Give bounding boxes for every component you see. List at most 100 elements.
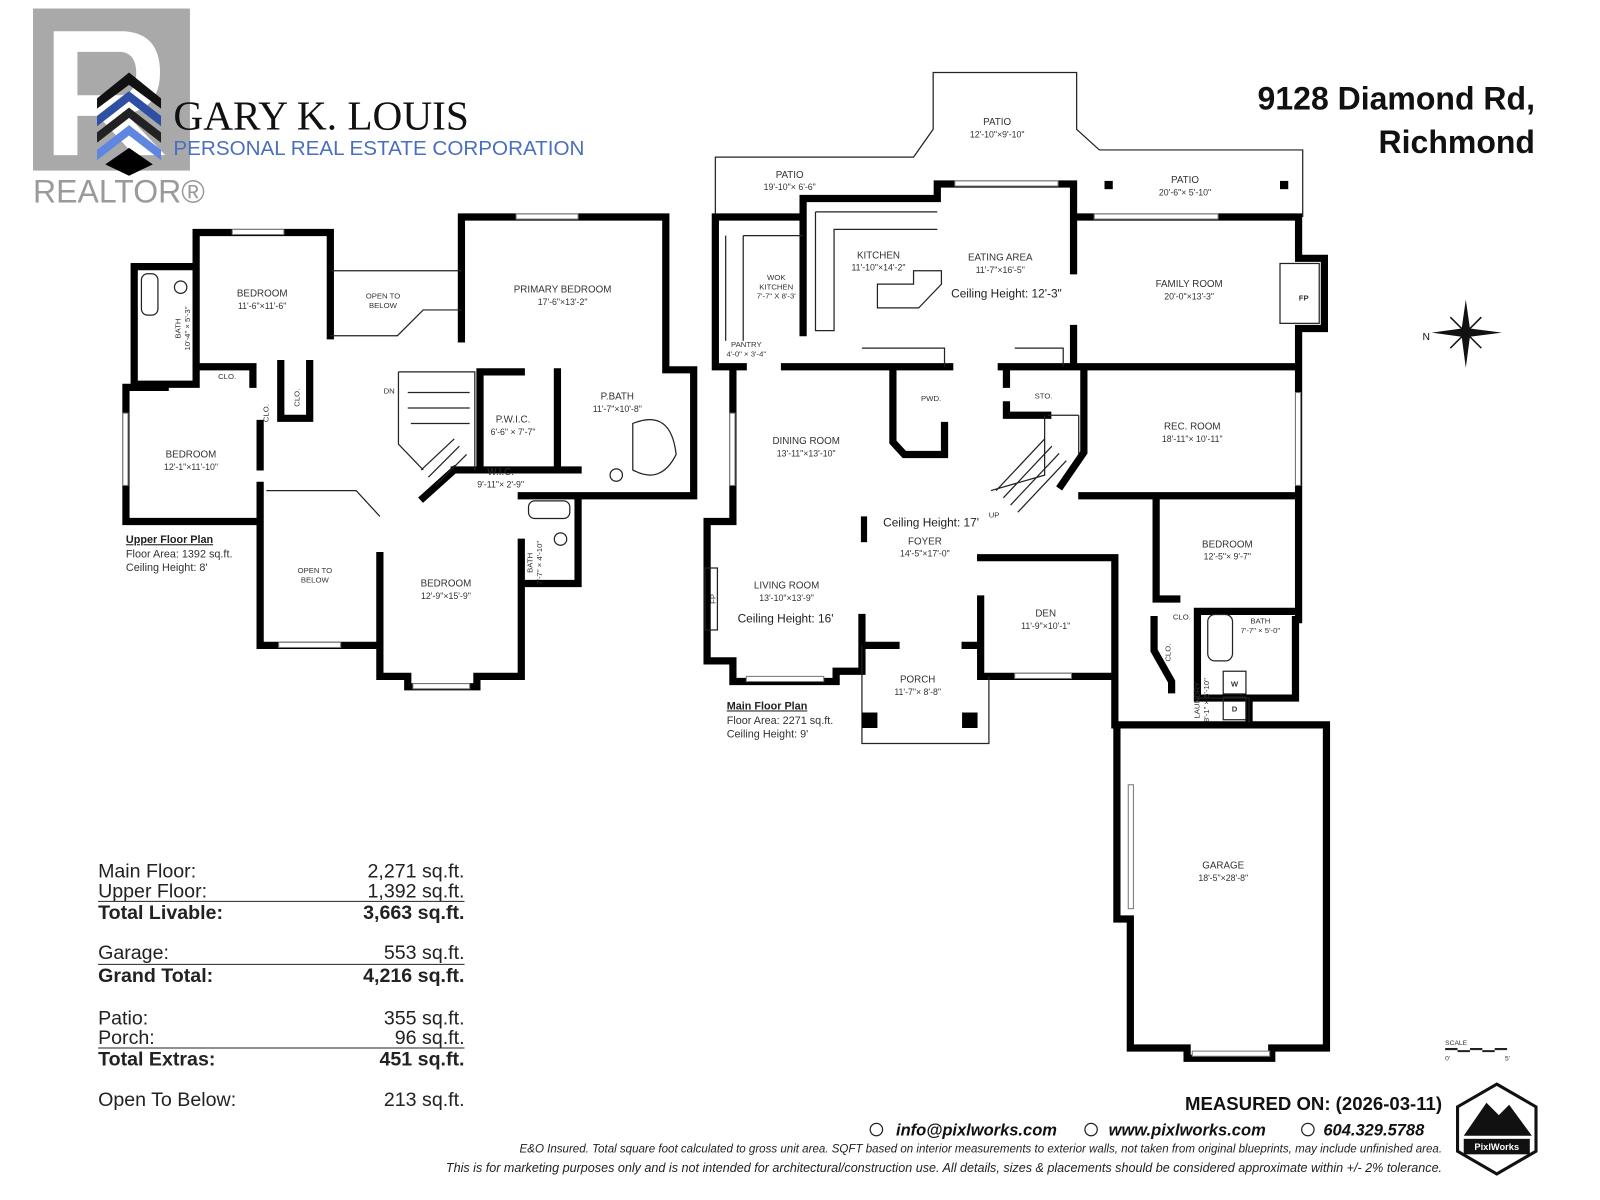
room-name: BATH (1250, 617, 1270, 626)
patio-post (1104, 180, 1113, 190)
summary-row-garage: Garage: 553 sq.ft. (98, 942, 464, 964)
room-primary-bedroom: PRIMARY BEDROOM 17'-6"×13'-2" (514, 284, 612, 306)
window (122, 412, 129, 486)
room-dining-room: DINING ROOM 13'-11"×13'-10" (772, 436, 840, 458)
room-dims: 11'-6"×11'-6" (238, 301, 286, 311)
summary-label: Patio: (98, 1007, 148, 1029)
floor-area: Floor Area: 2271 sq.ft. (727, 715, 834, 727)
window (1014, 672, 1072, 679)
scale-title: SCALE (1445, 1040, 1467, 1047)
room-dims: 11'-10"×14'-2" (851, 263, 905, 273)
summary-label: Upper Floor: (98, 880, 207, 902)
summary-value: 4,216 sq.ft. (363, 965, 464, 987)
website-link[interactable]: www.pixlworks.com (1109, 1122, 1266, 1140)
pixlworks-logo-text: PixlWorks (1474, 1142, 1519, 1152)
disclaimer-line-1: E&O Insured. Total square foot calculate… (520, 1143, 1443, 1155)
room-name: W.I.C. (487, 467, 514, 478)
room-patio: PATIO 12'-10"×9'-10" (970, 117, 1025, 139)
window (729, 412, 736, 486)
toilet-icon (173, 280, 188, 295)
main-floor-info: Main Floor Plan Floor Area: 2271 sq.ft. … (727, 700, 834, 740)
closet-label: CLO. (1173, 613, 1191, 622)
room-name: FAMILY ROOM (1156, 279, 1223, 290)
porch-column (861, 712, 878, 728)
bathtub-icon (140, 273, 159, 316)
pixlworks-logo: PixlWorks (1456, 1082, 1538, 1176)
room-dims: 18'-11"× 10'-11" (1162, 434, 1223, 444)
bathtub-icon (1207, 613, 1234, 662)
upper-floor-info: Upper Floor Plan Floor Area: 1392 sq.ft.… (126, 534, 233, 574)
mountain-icon (1463, 1102, 1532, 1136)
agent-chevron-logo (97, 72, 162, 176)
room-open-to-below: OPEN TO BELOW (298, 566, 333, 584)
room-name: BATH (174, 318, 183, 338)
dryer-icon (1222, 696, 1247, 721)
window (745, 675, 825, 683)
room-name: KITCHEN (759, 282, 793, 291)
room-dims: 10'-4" × 5'-3" (183, 306, 192, 350)
fireplace-icon (704, 567, 719, 631)
room-name: BATH (526, 553, 535, 573)
phone-number: 604.329.5788 (1323, 1122, 1425, 1140)
summary-row-grand-total: Grand Total: 4,216 sq.ft. (98, 965, 464, 987)
stairs-up-label: UP (989, 510, 1000, 519)
room-dims: 7'-7" × 4'-10" (535, 541, 544, 585)
room-name: WOK (767, 273, 786, 282)
bathtub-icon (527, 500, 571, 520)
summary-label: Total Extras: (98, 1049, 215, 1071)
summary-value: 2,271 sq.ft. (367, 861, 464, 883)
address-line-2: Richmond (1379, 124, 1535, 160)
window (954, 180, 1059, 187)
room-name: PORCH (900, 675, 935, 686)
room-bedroom: BEDROOM 12'-9"×15'-9" (421, 579, 472, 601)
room-name: BEDROOM (421, 579, 472, 590)
room-dims: 18'-5"×28'-8" (1198, 873, 1248, 883)
window (1127, 784, 1134, 910)
email-link[interactable]: info@pixlworks.com (896, 1122, 1057, 1140)
room-name: PATIO (983, 117, 1011, 128)
bathtub-icon (632, 419, 677, 476)
ceiling-height: Ceiling Height: 16' (738, 612, 834, 626)
patio-outline (714, 71, 1304, 218)
closet-label: CLO. (292, 389, 301, 407)
stairs-down-label: DN (384, 387, 395, 396)
window (1294, 392, 1302, 486)
room-dims: 11'-7"× 8'-8" (894, 687, 941, 697)
room-family-room: FAMILY ROOM 20'-0"×13'-3" FP (1156, 279, 1309, 302)
room-pwic: P.W.I.C. 6'-6" × 7'-7" (491, 414, 536, 436)
room-dims: 13'-10"×13'-9" (759, 593, 814, 603)
room-bedroom: BEDROOM 12'-1"×11'-10" (164, 450, 218, 472)
upper-floor-thin-lines (266, 270, 476, 517)
window (412, 683, 471, 690)
room-bedroom: BEDROOM 12'-5"× 9'-7" (1202, 539, 1253, 561)
room-name: P.W.I.C. (496, 414, 531, 425)
room-name: BELOW (301, 575, 330, 584)
room-wic: W.I.C. 9'-11"× 2'-9" (477, 467, 524, 489)
room-name: BEDROOM (237, 289, 288, 300)
main-floor-thin-lines (725, 211, 1250, 745)
globe-icon (1084, 1122, 1098, 1137)
room-bedroom: BEDROOM 11'-6"×11'-6" (237, 289, 288, 311)
closet-label: CLO. (218, 372, 236, 381)
phone-icon (1301, 1122, 1315, 1137)
room-living-room: LIVING ROOM 13'-10"×13'-9" Ceiling Heigh… (708, 581, 833, 626)
room-dims: 14'-5"×17'-0" (900, 549, 950, 559)
scale-start: 0' (1445, 1055, 1450, 1062)
summary-row-main-floor: Main Floor: 2,271 sq.ft. (98, 861, 464, 883)
room-name: REC. ROOM (1164, 422, 1221, 433)
room-name: OPEN TO (366, 292, 401, 301)
summary-row-open-to-below: Open To Below: 213 sq.ft. (98, 1089, 464, 1111)
room-name: PANTRY (731, 340, 762, 349)
compass-north-label: N (1422, 332, 1429, 343)
window (515, 213, 579, 220)
room-name: PATIO (1171, 175, 1199, 186)
summary-label: Garage: (98, 942, 169, 964)
window (278, 641, 342, 648)
scale-bar: SCALE 0' 5' (1445, 1040, 1510, 1062)
realtor-wordmark: REALTOR® (33, 174, 205, 210)
ceiling-height: Ceiling Height: 9' (727, 728, 809, 740)
foyer-column (860, 516, 868, 543)
room-dims: 12'-9"×15'-9" (421, 591, 471, 601)
room-foyer: Ceiling Height: 17' FOYER 14'-5"×17'-0" … (883, 510, 999, 558)
